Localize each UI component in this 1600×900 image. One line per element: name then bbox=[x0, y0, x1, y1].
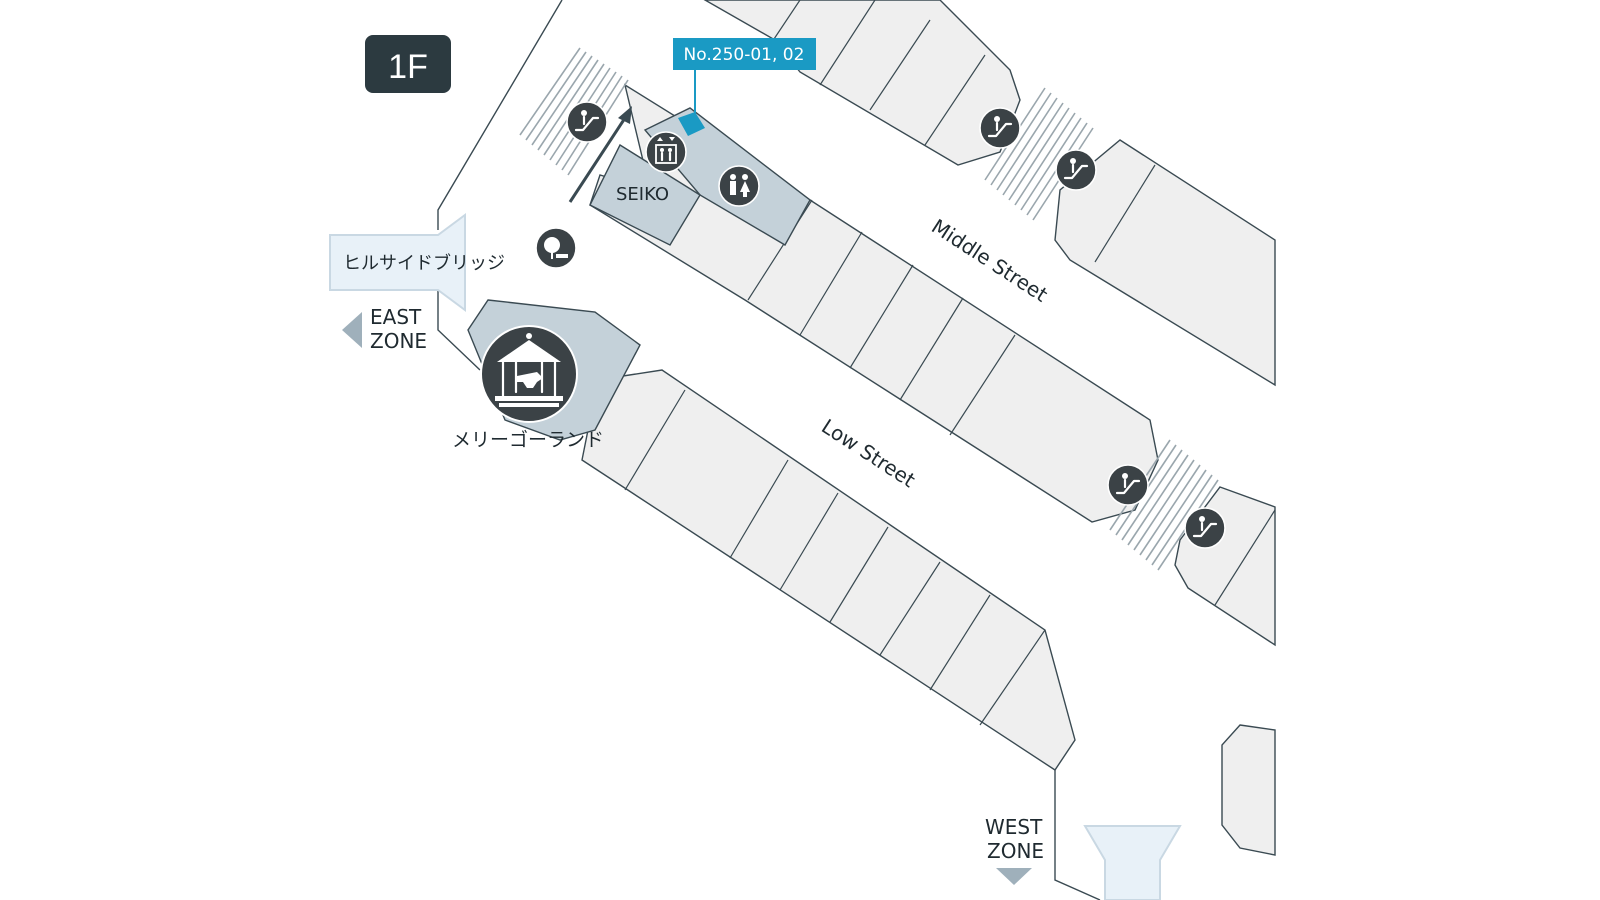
low-street-label: Low Street bbox=[817, 414, 920, 492]
escalator-icon[interactable] bbox=[1055, 149, 1097, 191]
west-zone[interactable]: WEST ZONE bbox=[985, 815, 1044, 885]
staircase-east bbox=[1109, 439, 1219, 571]
block-top-north bbox=[703, 0, 1021, 166]
block-bottom-right bbox=[1221, 724, 1276, 856]
escalator-icon[interactable] bbox=[979, 107, 1021, 149]
escalator-icon[interactable] bbox=[1107, 464, 1149, 506]
callout-label: No.250-01, 02 bbox=[684, 45, 805, 65]
callout-marker[interactable] bbox=[678, 70, 705, 136]
restroom-icon[interactable] bbox=[718, 165, 760, 207]
direction-arrow bbox=[568, 106, 632, 203]
callout-box[interactable]: No.250-01, 02 bbox=[673, 38, 816, 70]
bridge-label: ヒルサイドブリッジ bbox=[343, 252, 505, 274]
west-zone-line2: ZONE bbox=[987, 839, 1044, 863]
block-low bbox=[581, 369, 1076, 771]
east-zone-line2: ZONE bbox=[370, 329, 427, 353]
floor-label: 1F bbox=[388, 48, 428, 86]
block-right-lower bbox=[1174, 486, 1276, 647]
escalator-icon[interactable] bbox=[566, 101, 608, 143]
east-zone-line1: EAST bbox=[370, 305, 422, 329]
escalator-icon[interactable] bbox=[1184, 507, 1226, 549]
east-zone[interactable]: EAST ZONE bbox=[342, 305, 427, 353]
corridor-outline bbox=[437, 0, 563, 371]
floor-badge: 1F bbox=[365, 35, 451, 93]
landmark-label: メリーゴーランド bbox=[452, 429, 604, 451]
bottom-bridge bbox=[1083, 825, 1182, 900]
carousel-icon[interactable] bbox=[480, 325, 578, 423]
hillside-bridge[interactable]: ヒルサイドブリッジ bbox=[329, 213, 505, 312]
seiko-label: SEIKO bbox=[616, 184, 669, 205]
walkway-outline bbox=[1054, 770, 1101, 900]
west-zone-line1: WEST bbox=[985, 815, 1043, 839]
block-right-upper bbox=[1054, 139, 1276, 387]
elevator-icon[interactable] bbox=[645, 131, 687, 173]
bench-park-icon[interactable] bbox=[535, 227, 577, 269]
